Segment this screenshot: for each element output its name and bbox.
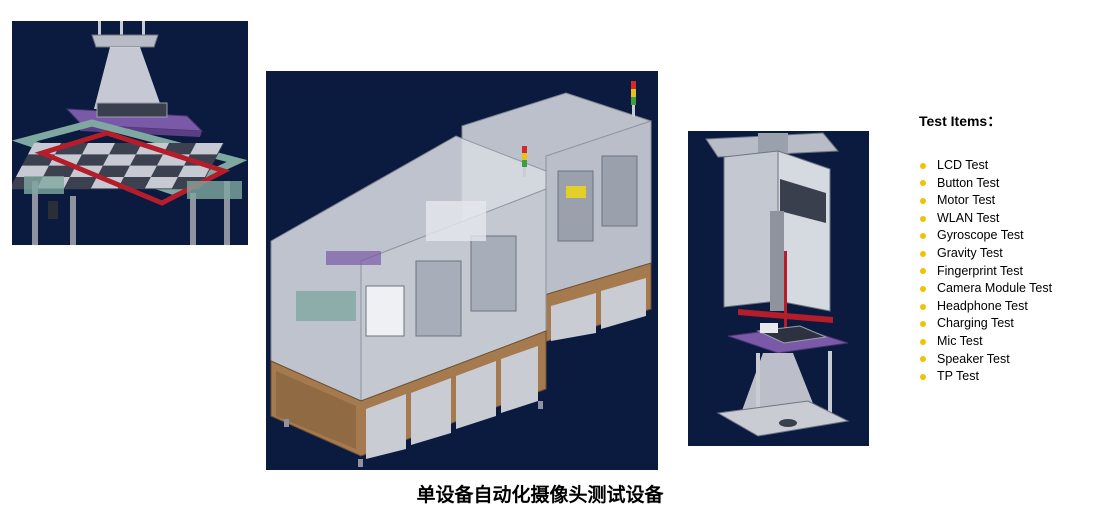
- camera-station-render-right: [688, 131, 869, 446]
- bullet-icon: [920, 356, 926, 363]
- bullet-icon: [920, 215, 926, 222]
- list-item: LCD Test: [920, 157, 1052, 175]
- list-item: Charging Test: [920, 315, 1052, 333]
- test-line-illustration: [266, 71, 658, 470]
- test-item-label: Gyroscope Test: [937, 228, 1024, 243]
- camera-station-illustration: [688, 131, 869, 446]
- list-item: Motor Test: [920, 192, 1052, 210]
- list-item: Fingerprint Test: [920, 263, 1052, 281]
- test-item-label: Charging Test: [937, 316, 1014, 331]
- bullet-icon: [920, 250, 926, 257]
- bullet-icon: [920, 233, 926, 240]
- bullet-icon: [920, 321, 926, 328]
- test-line-render-center: [266, 71, 658, 470]
- list-item: Headphone Test: [920, 298, 1052, 316]
- test-item-label: Headphone Test: [937, 298, 1028, 313]
- test-item-label: Fingerprint Test: [937, 263, 1023, 278]
- fixture-render-left: [12, 21, 248, 245]
- test-item-label: Motor Test: [937, 193, 996, 208]
- bullet-icon: [920, 162, 926, 169]
- test-item-label: Button Test: [937, 175, 1000, 190]
- list-item: TP Test: [920, 368, 1052, 386]
- bullet-icon: [920, 303, 926, 310]
- bullet-icon: [920, 197, 926, 204]
- test-item-label: Speaker Test: [937, 351, 1010, 366]
- bullet-icon: [920, 285, 926, 292]
- test-item-label: TP Test: [937, 369, 979, 384]
- list-item: Gravity Test: [920, 245, 1052, 263]
- list-item: Gyroscope Test: [920, 227, 1052, 245]
- test-item-label: WLAN Test: [937, 210, 1000, 225]
- bullet-icon: [920, 268, 926, 275]
- test-item-label: Gravity Test: [937, 245, 1003, 260]
- list-item: Speaker Test: [920, 351, 1052, 369]
- test-items-heading: Test Items：: [919, 113, 1002, 129]
- test-item-label: Mic Test: [937, 333, 983, 348]
- target-fixture-illustration: [12, 21, 248, 245]
- bullet-icon: [920, 180, 926, 187]
- test-item-label: Camera Module Test: [937, 281, 1053, 296]
- bullet-icon: [920, 338, 926, 345]
- test-items-list: LCD Test Button Test Motor Test WLAN Tes…: [920, 157, 1052, 386]
- bullet-icon: [920, 373, 926, 380]
- list-item: WLAN Test: [920, 210, 1052, 228]
- list-item: Camera Module Test: [920, 280, 1052, 298]
- list-item: Mic Test: [920, 333, 1052, 351]
- list-item: Button Test: [920, 175, 1052, 193]
- page-caption: 单设备自动化摄像头测试设备: [416, 484, 664, 506]
- test-item-label: LCD Test: [937, 158, 989, 172]
